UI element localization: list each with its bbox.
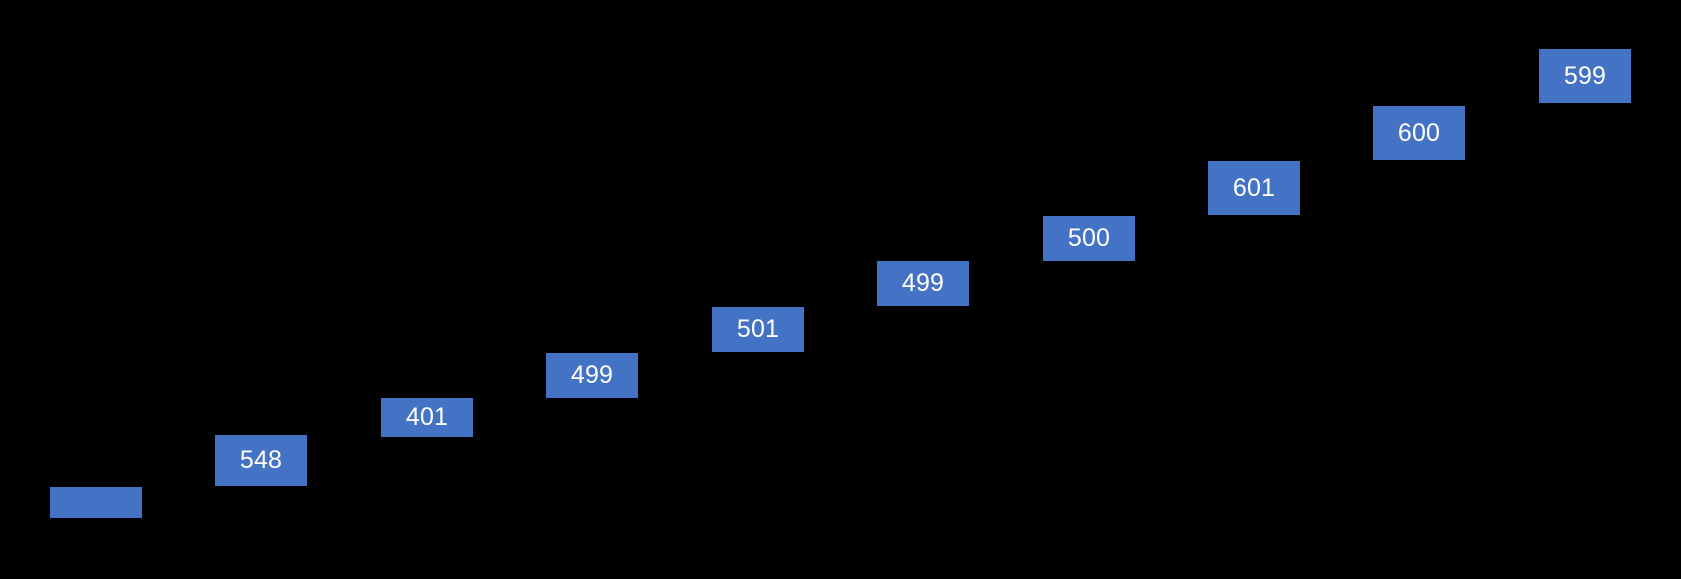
bar-segment[interactable]: 599 [1539,49,1631,103]
bar-segment[interactable]: 499 [877,261,969,306]
bar-value-label: 499 [901,269,945,297]
bar-segment[interactable]: 600 [1373,106,1465,160]
bar-segment[interactable]: 601 [1208,161,1300,215]
bar-value-label: 548 [239,446,283,474]
bar-segment[interactable]: 401 [381,398,473,437]
bar-segment[interactable] [50,487,142,518]
bar-segment[interactable]: 501 [712,307,804,352]
bar-segment[interactable]: 548 [215,435,307,486]
bar-value-label: 401 [405,403,449,431]
bar-value-label: 500 [1067,224,1111,252]
bar-value-label: 601 [1232,173,1276,202]
bar-value-label: 499 [570,361,614,389]
bar-value-label: 501 [736,315,780,343]
bar-value-label: 600 [1397,118,1441,147]
bar-segment[interactable]: 500 [1043,216,1135,261]
bar-value-label: 599 [1563,61,1607,90]
bar-segment[interactable]: 499 [546,353,638,398]
